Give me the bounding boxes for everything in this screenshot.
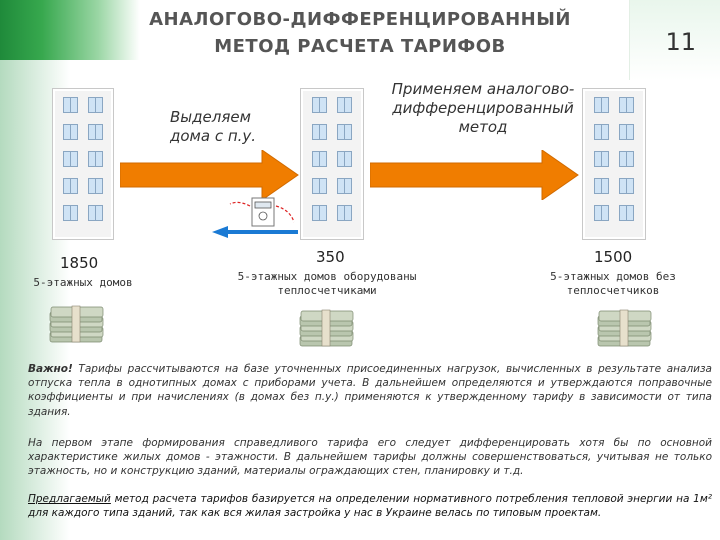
window-shape [88,97,103,113]
window-shape [619,151,635,167]
window-shape [337,124,353,140]
money-stack-icon [49,305,104,343]
proposed-lead: Предлагаемый [28,493,111,505]
select-caption: Выделяем дома с п.у. [170,108,257,145]
group-label-metered: 5-этажных домов оборудованы теплосчетчик… [237,270,417,297]
window-shape [63,205,78,221]
window-shape [63,124,78,140]
money-band-shape [71,305,81,343]
arrow-right-icon [120,150,299,200]
important-text: Тарифы рассчитываются на базе уточненных… [28,363,712,418]
window-shape [337,178,353,194]
window-shape [593,178,609,194]
proposed-text: метод расчета тарифов базируется на опре… [28,493,712,520]
window-shape [593,124,609,140]
group-count-metered: 350 [316,248,345,266]
window-shape [63,151,78,167]
window-shape [88,124,103,140]
window-shape [593,97,609,113]
slide-title: АНАЛОГОВО-ДИФФЕРЕНЦИРОВАННЫЙ МЕТОД РАСЧЕ… [120,6,600,60]
group-label-unmetered: 5-этажных домов без теплосчетчиков [550,270,676,297]
window-shape [311,151,327,167]
window-shape [337,97,353,113]
title-line-2: МЕТОД РАСЧЕТА ТАРИФОВ [214,36,506,57]
window-shape [593,205,609,221]
window-shape [311,97,327,113]
window-shape [88,151,103,167]
title-line-1: АНАЛОГОВО-ДИФФЕРЕНЦИРОВАННЫЙ [149,9,571,30]
window-shape [88,178,103,194]
window-shape [311,205,327,221]
money-band-shape [321,309,331,347]
apply-caption: Применяем аналогово-дифференцированный м… [391,80,575,136]
window-shape [593,151,609,167]
building-icon [582,88,646,240]
window-shape [619,97,635,113]
arrow-right-icon [370,150,579,200]
building-icon [52,88,114,240]
window-shape [619,124,635,140]
window-shape [88,205,103,221]
decor-top-right-panel [629,0,720,80]
window-shape [311,124,327,140]
window-shape [619,205,635,221]
group-count-all: 1850 [60,254,99,272]
money-stack-icon [597,309,652,347]
building-icon [300,88,364,240]
paragraph-first-stage: На первом этапе формирования справедливо… [28,437,712,478]
window-shape [63,97,78,113]
heat-meter-icon [212,197,298,238]
money-band-shape [619,309,629,347]
money-stack-icon [299,309,354,347]
window-shape [311,178,327,194]
window-shape [619,178,635,194]
slide-number: 11 [665,28,696,56]
important-label: Важно! [28,363,73,375]
group-label-all: 5-этажных домов [33,276,133,289]
paragraph-proposed-method: Предлагаемый метод расчета тарифов базир… [28,492,712,520]
window-shape [337,205,353,221]
decor-top-left-green [0,0,140,60]
window-shape [63,178,78,194]
window-shape [337,151,353,167]
group-count-unmetered: 1500 [594,248,633,266]
paragraph-important: Важно! Тарифы рассчитываются на базе уто… [28,362,712,419]
